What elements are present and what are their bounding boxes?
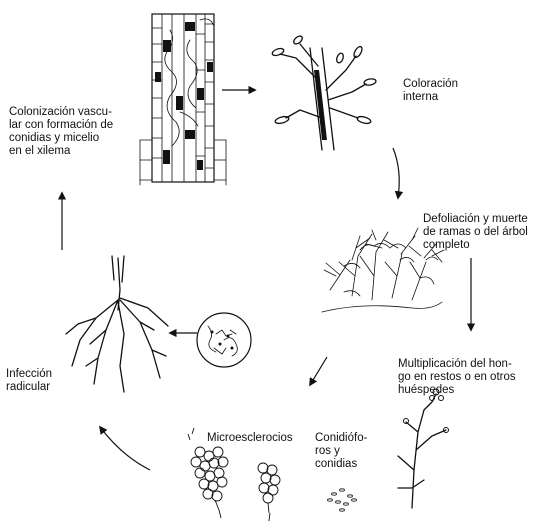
root-infection-detail-circle xyxy=(197,313,251,367)
xylem-illustration xyxy=(140,14,226,185)
label-defoliation: Defoliación y muerte de ramas o del árbo… xyxy=(423,213,528,252)
label-internal-coloration: Coloración interna xyxy=(403,78,458,104)
label-conidiophores: Conidiófo- ros y conidias xyxy=(315,432,367,471)
stem-coloration-illustration xyxy=(271,34,376,150)
label-microsclerotia: Microesclerocios xyxy=(207,432,293,445)
conidiophore-illustration xyxy=(398,389,449,508)
root-system-illustration xyxy=(66,256,168,392)
label-root-infection: Infección radicular xyxy=(6,368,52,394)
arrow-coloration-to-defoliation xyxy=(393,148,399,198)
arrow-microsclerotia-to-infection xyxy=(100,427,150,470)
label-colonization: Colonización vascu- lar con formación de… xyxy=(9,106,113,158)
arrow-multiplication-to-microsclerotia xyxy=(310,357,327,385)
conidia-illustration xyxy=(328,489,357,511)
label-multiplication: Multiplicación del hon- go en restos o e… xyxy=(398,358,516,397)
cycle-arrows xyxy=(62,90,471,470)
